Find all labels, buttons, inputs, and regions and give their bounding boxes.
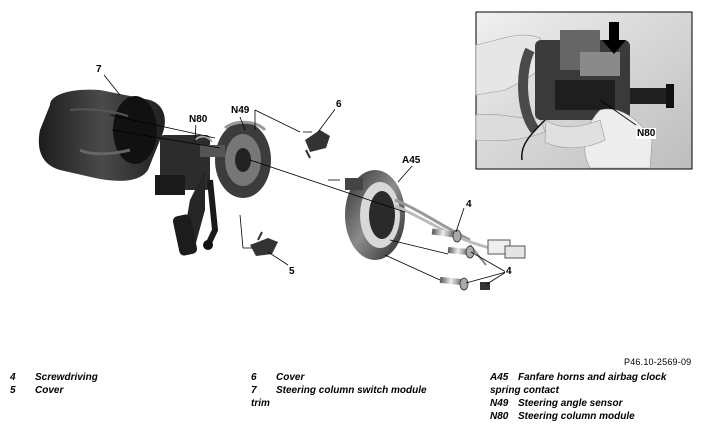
legend-item-n49: N49 Steering angle sensor (490, 397, 698, 410)
callout-6: 6 (335, 99, 343, 110)
legend-item-4: 4 Screwdriving (10, 371, 230, 384)
legend-item-6: 6 Cover (251, 371, 481, 384)
callout-n49: N49 (230, 105, 251, 116)
assembly-lines (109, 109, 449, 281)
callout-5: 5 (288, 266, 296, 277)
legend-key: A45 (490, 372, 509, 383)
legend-text: Cover (35, 385, 64, 396)
callout-leaders (103, 74, 507, 285)
legend-key: N49 (490, 398, 509, 409)
cover-5-part (250, 231, 278, 256)
legend-item-a45: A45 Fanfare horns and airbag clock (490, 371, 698, 384)
legend-key: 4 (10, 372, 16, 383)
clock-spring-part (345, 170, 526, 290)
steering-column-trim-part (38, 89, 165, 181)
callout-a45: A45 (401, 155, 422, 166)
legend-text: Cover (276, 372, 305, 383)
screw-bottom (439, 276, 469, 291)
legend-item-7-continued: trim (251, 397, 481, 410)
legend-column-3: A45 Fanfare horns and airbag clock sprin… (490, 371, 698, 423)
cover-6-part (305, 130, 330, 159)
steering-column-module-part (155, 120, 271, 256)
callout-7: 7 (95, 64, 103, 75)
legend-item-a45-continued: spring contact (490, 384, 698, 397)
screw-middle (447, 245, 475, 259)
legend-text: Steering column module (518, 411, 635, 422)
legend-text: Screwdriving (35, 372, 98, 383)
legend-text: Steering angle sensor (518, 398, 623, 409)
legend-text: Steering column switch module (276, 385, 427, 396)
legend-key: 6 (251, 372, 257, 383)
legend-text-continued: spring contact (490, 385, 559, 396)
callout-4-bottom: 4 (505, 266, 513, 277)
legend-item-7: 7 Steering column switch module (251, 384, 481, 397)
legend-text: Fanfare horns and airbag clock (518, 372, 667, 383)
legend-text-continued: trim (251, 398, 270, 409)
legend-column-1: 4 Screwdriving 5 Cover (10, 371, 230, 397)
legend-key: N80 (490, 411, 509, 422)
legend-item-5: 5 Cover (10, 384, 230, 397)
figure-reference: P46.10-2569-09 (624, 357, 692, 367)
callout-n80-inset: N80 (636, 128, 657, 139)
legend-column-2: 6 Cover 7 Steering column switch module … (251, 371, 481, 410)
legend-item-n80: N80 Steering column module (490, 410, 698, 423)
legend-key: 7 (251, 385, 257, 396)
callout-4-top: 4 (465, 199, 473, 210)
inset-photo (475, 11, 693, 170)
callout-n80: N80 (188, 114, 209, 125)
legend-key: 5 (10, 385, 16, 396)
